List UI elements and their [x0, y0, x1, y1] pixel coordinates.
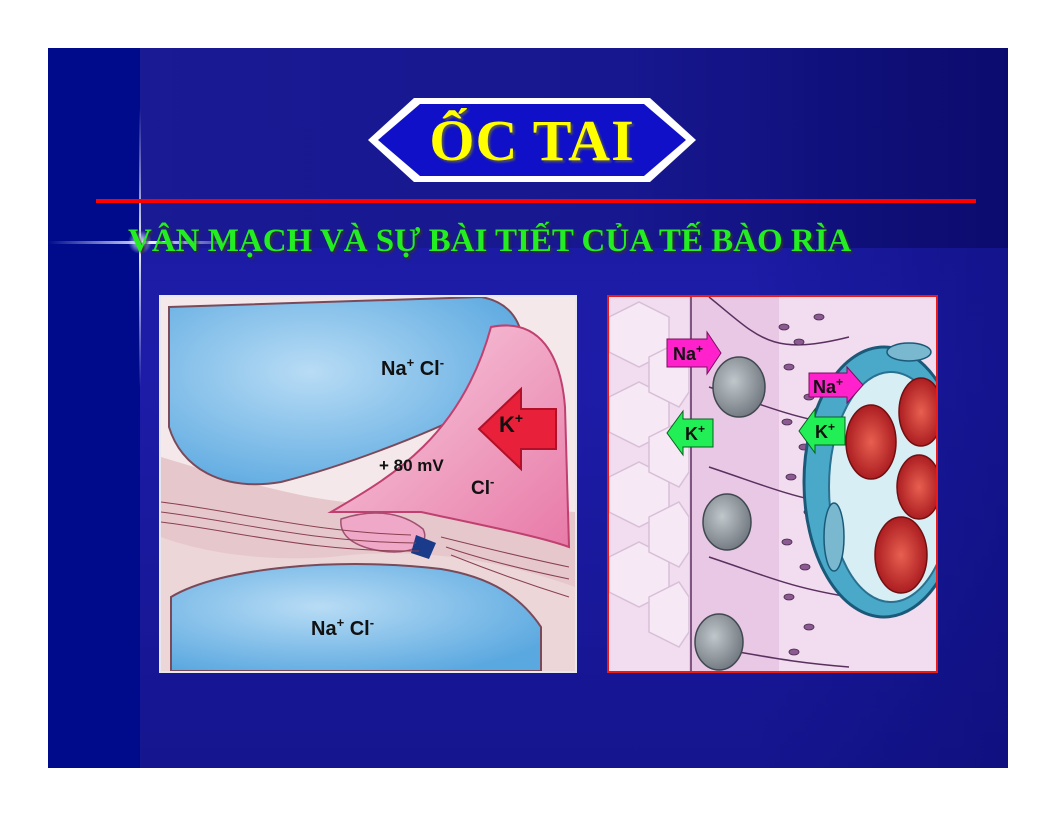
- title-hexagon: [368, 98, 696, 182]
- stria-vascularis-illustration: Na+ Na+ K+ K+: [609, 297, 936, 671]
- k-arrow-left-1: [666, 409, 714, 457]
- light-flare-center: [128, 230, 152, 254]
- background-left-band: [48, 48, 140, 768]
- title-divider: [96, 199, 976, 203]
- na-label-2: Na+: [813, 375, 843, 397]
- slide: ỐC TAI VÂN MẠCH VÀ SỰ BÀI TIẾT CỦA TẾ BÀ…: [48, 48, 1008, 768]
- chloride-label: Cl-: [471, 474, 494, 499]
- endocochlear-potential-label: + 80 mV: [379, 456, 444, 475]
- title-banner: ỐC TAI: [364, 94, 700, 186]
- potassium-label: K+: [499, 410, 523, 437]
- lower-ion-label: Na+ Cl-: [311, 615, 374, 640]
- k-arrow-left-2: [798, 407, 846, 455]
- cochlea-cross-section-figure: Na+ Cl- K+ + 80 mV Cl- Na+ Cl-: [159, 295, 577, 673]
- page-title: ỐC TAI: [429, 107, 635, 173]
- slide-subtitle: VÂN MẠCH VÀ SỰ BÀI TIẾT CỦA TẾ BÀO RÌA: [128, 223, 852, 259]
- k-label-1: K+: [685, 422, 705, 444]
- marginal-cell-secretion-figure: Na+ Na+ K+ K+: [607, 295, 938, 673]
- na-label-1: Na+: [673, 342, 703, 364]
- na-arrow-right-2: [808, 365, 864, 405]
- cochlea-illustration: Na+ Cl- K+ + 80 mV Cl- Na+ Cl-: [161, 297, 575, 671]
- k-label-2: K+: [815, 420, 835, 442]
- upper-ion-label: Na+ Cl-: [381, 355, 444, 380]
- na-arrow-right-1: [666, 330, 722, 376]
